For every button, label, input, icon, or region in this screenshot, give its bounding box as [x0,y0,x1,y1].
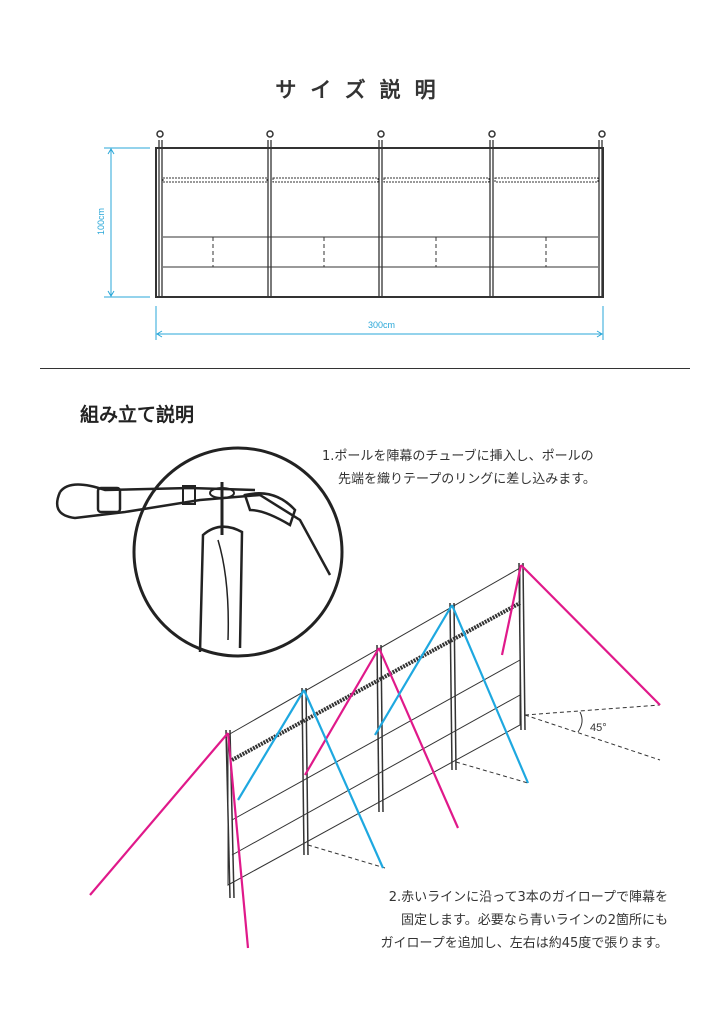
angle-label: 45° [590,722,607,734]
height-dimension [104,147,150,298]
section-divider [40,368,690,369]
step-1-line: 先端を織りテープのリングに差し込みます。 [338,472,596,487]
step-2-line: 2.赤いラインに沿って3本のガイロープで陣幕を [388,890,668,905]
assembly-heading: 組み立て説明 [80,404,195,426]
step-2-text: 2.赤いラインに沿って3本のガイロープで陣幕を 固定します。必要なら青いラインの… [338,886,668,955]
ground-lines [307,704,661,869]
step-1-line: 1.ポールを陣幕のチューブに挿入し、ポールの [322,449,594,464]
pockets [163,236,598,268]
pole-hooks [156,130,606,138]
width-dimension [155,306,604,340]
step-1-text: 1.ポールを陣幕のチューブに挿入し、ポールの 先端を織りテープのリングに差し込み… [322,445,622,491]
tube-band [162,177,599,183]
red-guy-lines [89,564,661,949]
size-title: サイズ説明 [275,78,450,102]
width-label: 300cm [368,320,395,330]
poles [158,140,603,297]
height-label: 100cm [96,208,106,235]
pole-insertion-detail [55,446,344,658]
front-view-windscreen [155,130,606,298]
step-2-line: 固定します。必要なら青いラインの2箇所にも [401,913,668,928]
blue-guy-lines [237,604,530,869]
step-2-line: ガイロープを追加し、左右は約45度で張ります。 [380,936,668,951]
angle-arc [577,711,583,733]
